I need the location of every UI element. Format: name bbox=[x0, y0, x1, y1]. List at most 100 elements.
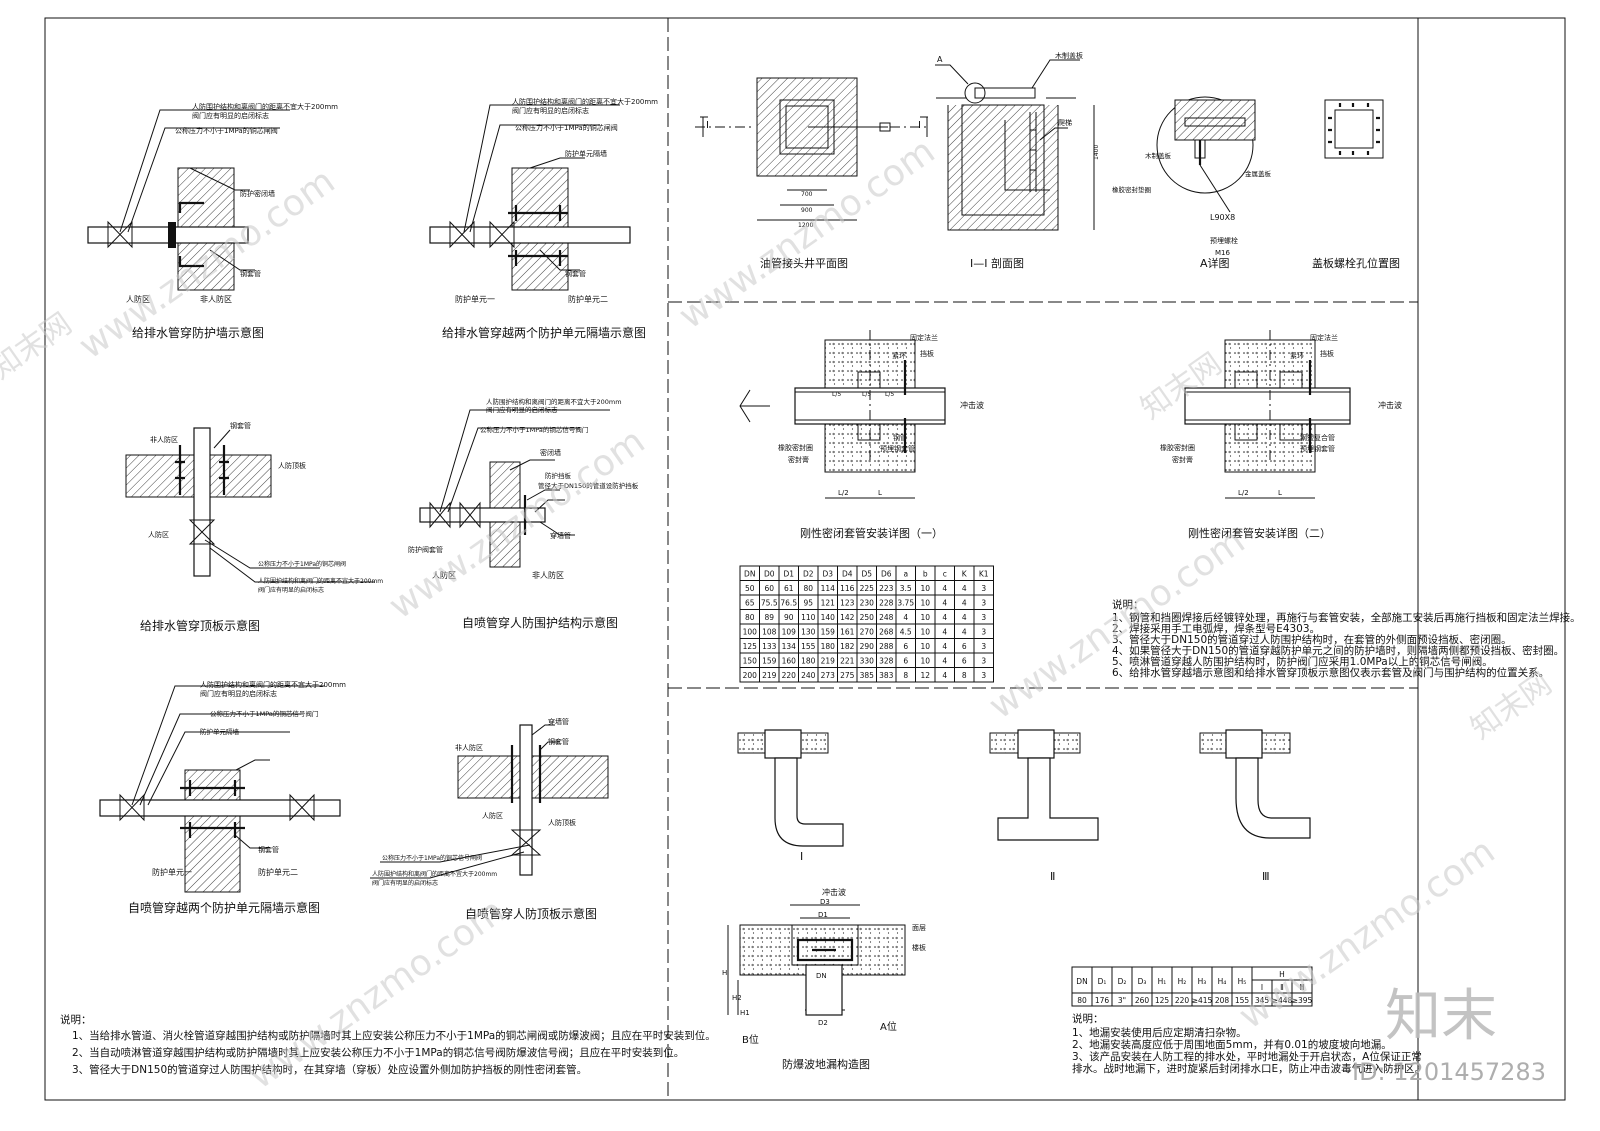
st-lead2: 阀门应有明显的启闭标志 bbox=[200, 689, 277, 698]
sleeve-table-cell: 3 bbox=[981, 628, 986, 637]
s1-pipe: 钢管 bbox=[893, 433, 907, 442]
drain-H: H bbox=[722, 969, 727, 977]
wall-nonrf-zone: 非人防区 bbox=[200, 294, 232, 304]
sleeve-table-header: D2 bbox=[803, 570, 814, 579]
sleeve-table-cell: 3.75 bbox=[897, 599, 914, 608]
drain-table-subheader: Ⅲ bbox=[1299, 983, 1304, 992]
sleeve-table-cell: 230 bbox=[860, 599, 875, 608]
s1-baffle: 挡板 bbox=[920, 349, 934, 358]
roof-lead2: 阀门应有明显的启闭标志 bbox=[258, 586, 324, 594]
s2-rubber: 橡胶密封圈 bbox=[1160, 443, 1195, 452]
sleeve-table-cell: 89 bbox=[764, 613, 774, 622]
title-section: I—I 剖面图 bbox=[970, 256, 1024, 270]
sleeve-table-cell: 155 bbox=[801, 642, 816, 651]
sleeve-table-cell: 248 bbox=[879, 613, 894, 622]
s2-baffle: 挡板 bbox=[1320, 349, 1334, 358]
st-lead4: 公称压力不小于1MPa的铜芯信号阀门 bbox=[210, 709, 318, 718]
sleeve-table-header: D0 bbox=[764, 570, 775, 579]
drain-table-header: H₅ bbox=[1238, 977, 1247, 986]
detailA-m16: M16 bbox=[1215, 249, 1230, 257]
drain-table-header: D₂ bbox=[1118, 977, 1127, 986]
drain-shock: 冲击波 bbox=[822, 887, 846, 897]
sleeve-table-cell: 160 bbox=[782, 657, 797, 666]
sleeve-table-cell: 330 bbox=[860, 657, 875, 666]
sleeve-table-cell: 270 bbox=[860, 628, 875, 637]
notes-right-head: 说明： bbox=[1072, 1012, 1104, 1025]
sleeve-table-cell: 133 bbox=[762, 642, 777, 651]
sleeve-table-cell: 4 bbox=[962, 599, 967, 608]
drain-II-label: Ⅱ bbox=[1050, 870, 1055, 883]
sleeve-table-cell: 65 bbox=[745, 599, 755, 608]
sleeve-table-header: D6 bbox=[881, 570, 892, 579]
sr-sleeve: 钢套管 bbox=[548, 737, 569, 746]
sr-lead2: 阀门应有明显的启闭标志 bbox=[372, 879, 438, 887]
sr-lead5: 公称压力不小于1MPa的铜芯信号闸阀 bbox=[382, 854, 482, 862]
drain-D2: D2 bbox=[818, 1019, 828, 1027]
diagram-drain: 冲击波 D3 D1 DN D2 面层 楼板 H H2 H1 B位 A位 防爆波地… bbox=[722, 887, 926, 1071]
s1-L5a: L/5 bbox=[832, 391, 841, 398]
units-unit1: 防护单元一 bbox=[455, 294, 495, 304]
sleeve-table-cell: 114 bbox=[821, 584, 836, 593]
drain-variant-III: Ⅲ bbox=[1199, 729, 1311, 883]
sleeve-table-cell: 150 bbox=[743, 657, 758, 666]
plan-900: 900 bbox=[801, 207, 813, 214]
notes-mid-5: 5、喷淋管道穿越人防围护结构时，防护阀门应采用1.0MPa以上的铜芯信号闸阀。 bbox=[1112, 655, 1493, 668]
sleeve-table-cell: 3 bbox=[981, 584, 986, 593]
sleeve-table-cell: 50 bbox=[745, 584, 755, 593]
drain-floor-slab: 楼板 bbox=[912, 943, 926, 952]
sleeve-table-cell: 4 bbox=[942, 642, 947, 651]
s1-L: L bbox=[878, 489, 882, 497]
sleeve-table-cell: 220 bbox=[782, 671, 797, 680]
st-wall: 防护单元隔墙 bbox=[200, 727, 240, 736]
diagram-roof: 非人防区 钢套管 人防顶板 人防区 公称压力不小于1MPa的铜芯闸阀 人防围护结… bbox=[125, 421, 383, 633]
sleeve-table-cell: 4.5 bbox=[900, 628, 912, 637]
sleeve-table-cell: 3.5 bbox=[900, 584, 912, 593]
notes-mid: 说明： 1、钢管和挡圈焊接后经镀锌处理，再施行与套管安装，全部施工安装后再施行挡… bbox=[1112, 598, 1581, 679]
wall-label: 防护密闭墙 bbox=[240, 189, 275, 198]
wall-rf-zone: 人防区 bbox=[126, 294, 150, 304]
units-wall-label: 防护单元隔墙 bbox=[565, 149, 607, 158]
sleeve-table-cell: 10 bbox=[920, 657, 930, 666]
sleeve-table-cell: 275 bbox=[840, 671, 855, 680]
sleeve-table-cell: 95 bbox=[803, 599, 813, 608]
sleeve-table-cell: 159 bbox=[821, 628, 836, 637]
units-lead1: 人防围护结构和离阀门的距离不宜大于200mm bbox=[512, 97, 658, 106]
sleeve-table-cell: 3 bbox=[981, 599, 986, 608]
s2-shock: 冲击波 bbox=[1378, 400, 1402, 410]
sleeve-table-cell: 228 bbox=[879, 599, 894, 608]
drain-floor-face: 面层 bbox=[912, 924, 926, 932]
notes-mid-1: 1、钢管和挡圈焊接后经镀锌处理，再施行与套管安装，全部施工安装后再施行挡板和固定… bbox=[1112, 611, 1581, 624]
ss-lead2: 阀门应有明显的启闭标志 bbox=[486, 405, 558, 414]
sleeve-table-cell: 4 bbox=[942, 613, 947, 622]
sleeve-table-cell: 10 bbox=[920, 628, 930, 637]
drain-B-pos: B位 bbox=[742, 1033, 759, 1046]
units-lead2: 阀门应有明显的启闭标志 bbox=[512, 106, 589, 115]
sleeve-table-cell: 219 bbox=[821, 657, 836, 666]
drain-table-cell: 220 bbox=[1175, 996, 1190, 1005]
sleeve-table-header: D1 bbox=[783, 570, 794, 579]
diagram-detailA: L90X8 预埋螺栓 M16 木制盖板 橡胶密封垫圈 金属盖板 A详图 bbox=[1112, 96, 1272, 270]
ss-lead6: 管径大于DN150的管道设防护挡板 bbox=[538, 481, 639, 490]
sleeve-table-header: c bbox=[943, 570, 947, 579]
sleeve-table-cell: 61 bbox=[784, 584, 794, 593]
drain-variant-II: Ⅱ bbox=[989, 729, 1099, 883]
title-wall: 给排水管穿防护墙示意图 bbox=[132, 325, 264, 340]
sr-wall-sleeve: 穿墙管 bbox=[548, 717, 569, 726]
ss-wall-sleeve: 穿墙管 bbox=[550, 531, 571, 540]
ss-lead4: 公称压力不小于1MPa的铜芯信号阀门 bbox=[480, 425, 588, 434]
wall-sleeve-label: 钢套管 bbox=[240, 269, 261, 278]
diagram-two-units: 人防围护结构和离阀门的距离不宜大于200mm 阀门应有明显的启闭标志 公称压力不… bbox=[429, 97, 658, 340]
sleeve-table-cell: 125 bbox=[743, 642, 758, 651]
sleeve-table-header: K bbox=[962, 570, 968, 579]
ss-closed-wall: 密闭墙 bbox=[540, 448, 561, 457]
drain-D3: D3 bbox=[820, 898, 830, 906]
notes-right: 说明： 1、地漏安装使用后应定期清扫杂物。 2、地漏安装高度应低于周围地面5mm… bbox=[1072, 1012, 1425, 1075]
wm-brand-1: 知末网 bbox=[0, 306, 78, 386]
st-unit2: 防护单元二 bbox=[258, 867, 298, 877]
drain-table-cell: 176 bbox=[1095, 996, 1110, 1005]
sleeve-table-cell: 3 bbox=[981, 613, 986, 622]
sleeve-table-cell: 225 bbox=[860, 584, 875, 593]
ss-rf: 人防区 bbox=[432, 570, 456, 580]
